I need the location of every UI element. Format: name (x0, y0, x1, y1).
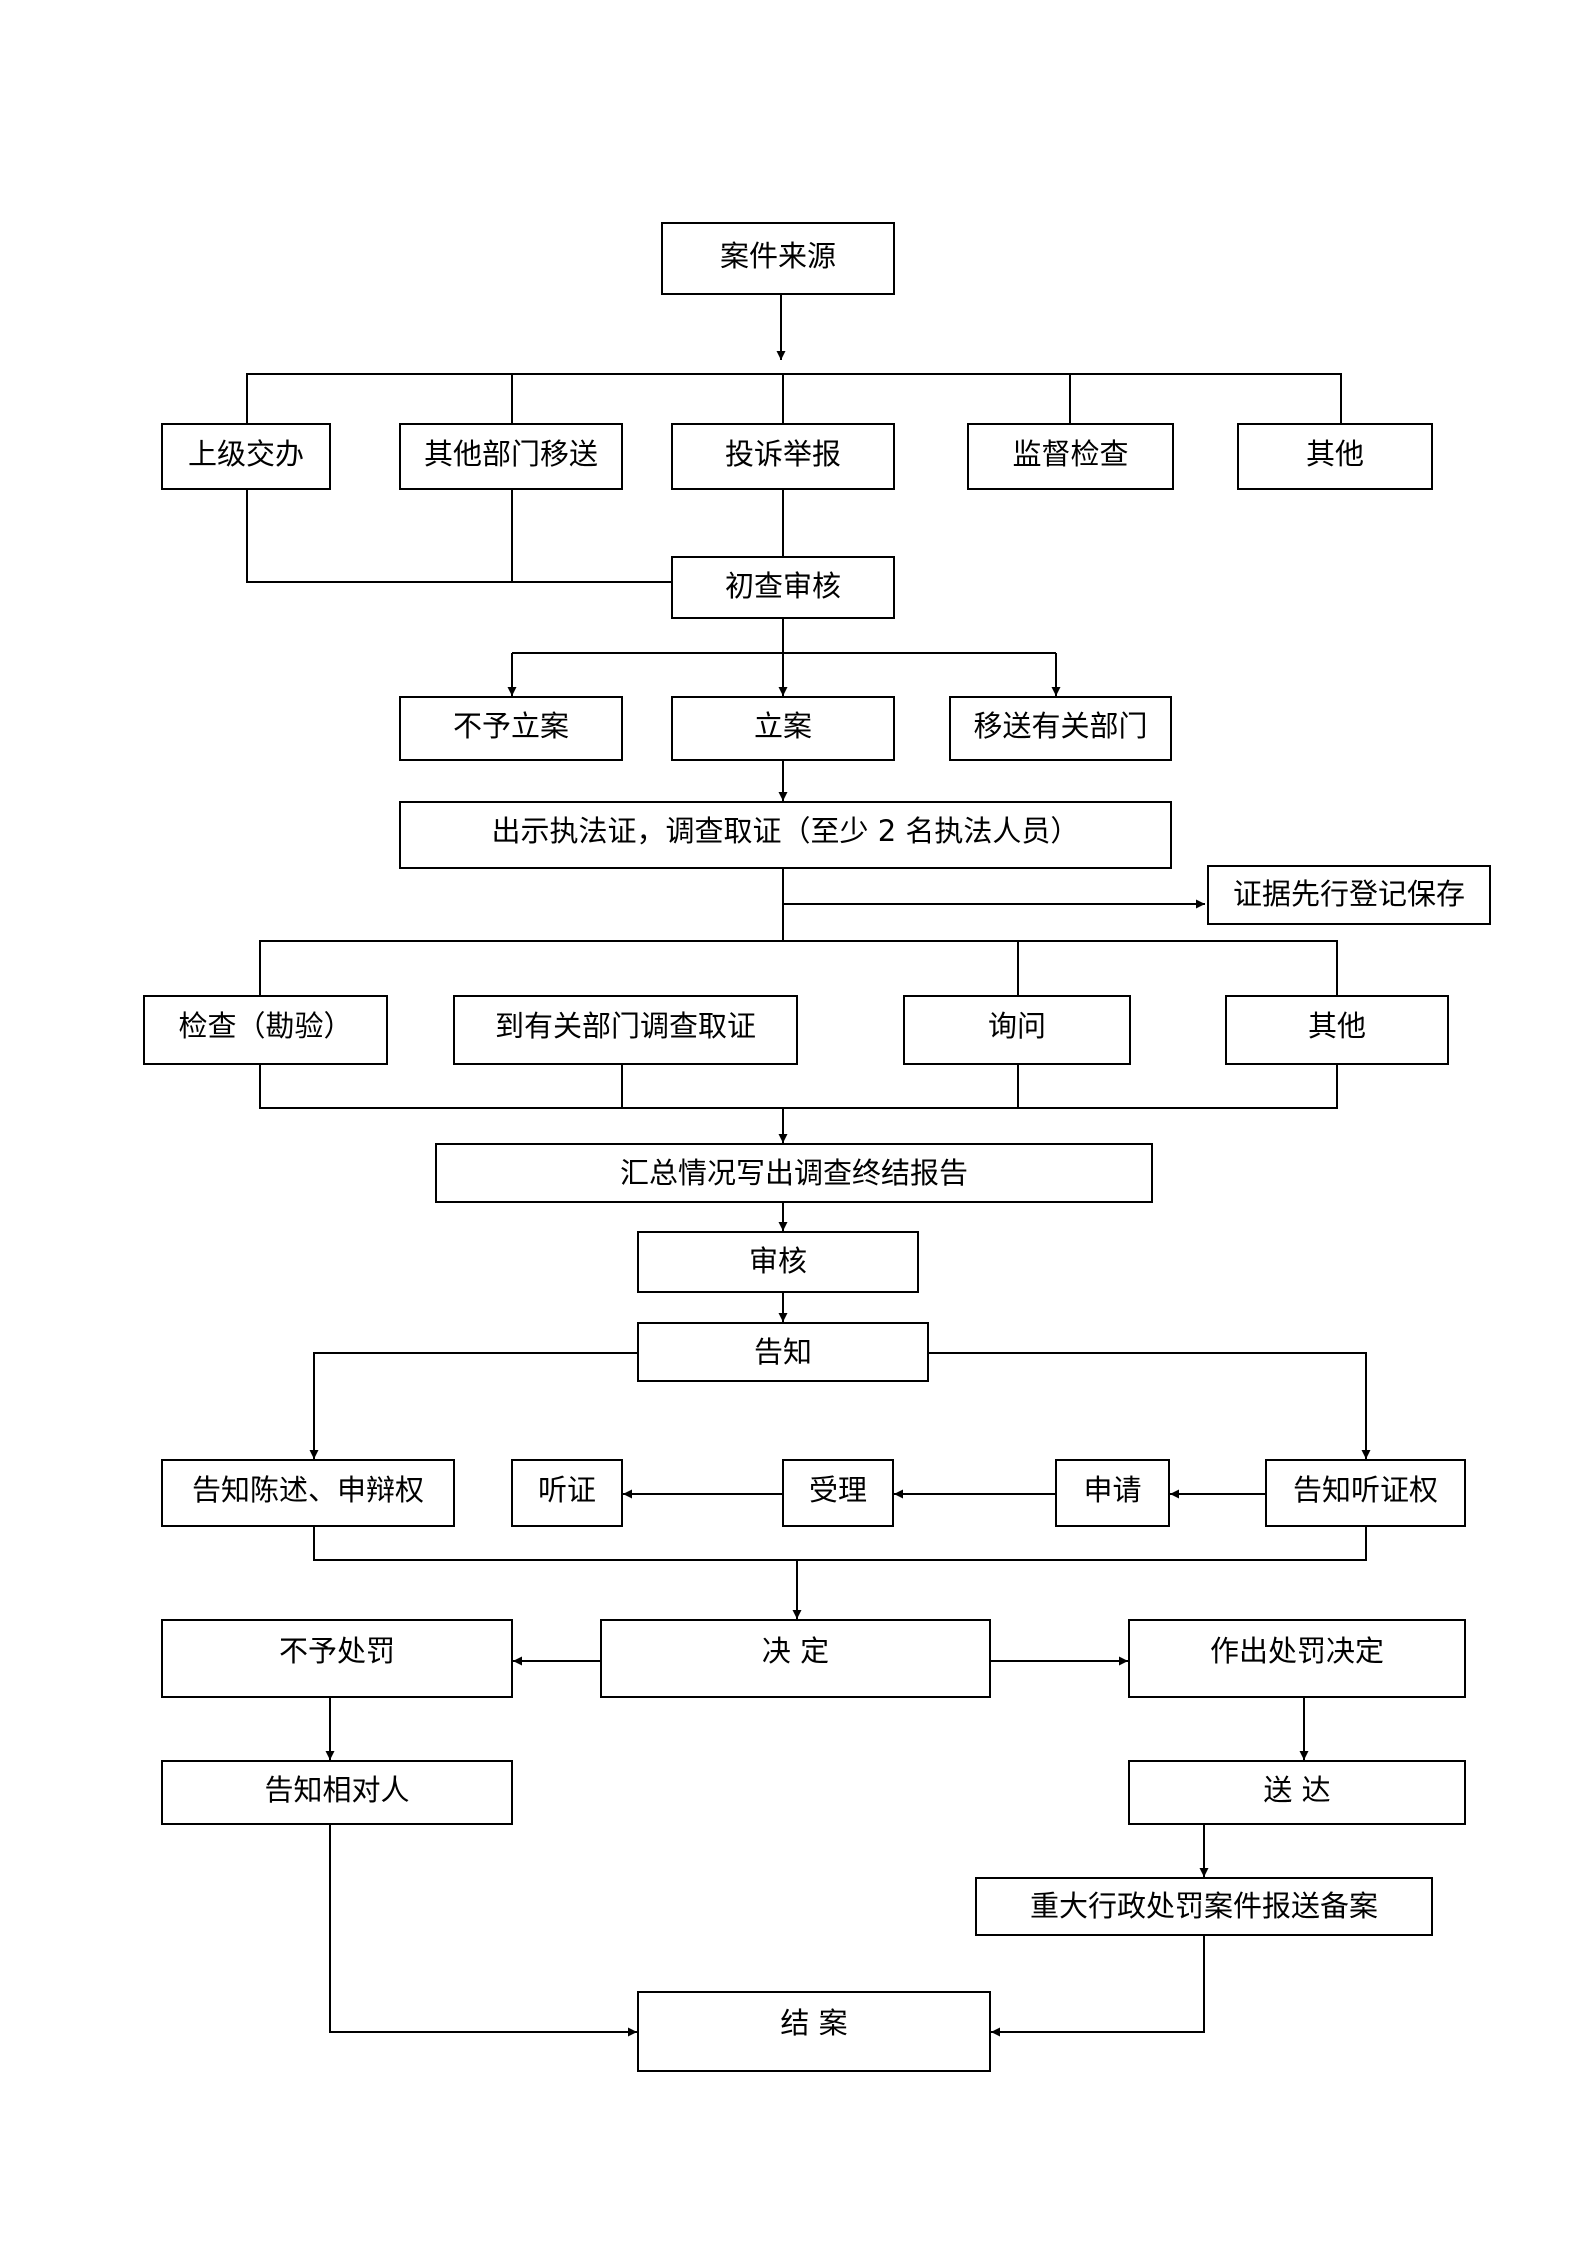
node-decide: 决 定 (600, 1619, 991, 1698)
node-no-penalty: 不予处罚 (161, 1619, 513, 1698)
line-decide-merge (313, 1527, 1367, 1561)
node-penalty-decision: 作出处罚决定 (1128, 1619, 1466, 1698)
node-statement-right: 告知陈述、申辩权 (161, 1459, 455, 1527)
node-deliver: 送 达 (1128, 1760, 1466, 1825)
node-notify: 告知 (637, 1322, 929, 1382)
line-methods-bar (259, 940, 1338, 995)
arrow-major-record-to-close (991, 1936, 1205, 2037)
node-major-record: 重大行政处罚案件报送备案 (975, 1877, 1433, 1936)
arrow-notify-to-statement (309, 1352, 637, 1459)
node-inspect: 检查（勘验） (143, 995, 388, 1065)
node-no-filing: 不予立案 (399, 696, 623, 761)
arrow-notify-party-to-close (329, 1825, 637, 2037)
node-hearing-right: 告知听证权 (1265, 1459, 1466, 1527)
line-superior-merge (246, 490, 671, 583)
node-supervision: 监督检查 (967, 423, 1174, 490)
node-investigate: 出示执法证，调查取证（至少 2 名执法人员） (399, 801, 1172, 869)
line-branch-bar (246, 373, 1342, 423)
node-apply: 申请 (1055, 1459, 1170, 1527)
node-transfer-out: 移送有关部门 (949, 696, 1172, 761)
node-evidence-preserve: 证据先行登记保存 (1207, 865, 1491, 925)
node-review: 审核 (637, 1231, 919, 1293)
node-filing: 立案 (671, 696, 895, 761)
line-methods-merge (259, 1065, 1338, 1109)
node-preliminary-review: 初查审核 (671, 556, 895, 619)
node-final-report: 汇总情况写出调查终结报告 (435, 1143, 1153, 1203)
node-close-case: 结 案 (637, 1991, 991, 2072)
arrow-notify-to-hearing-right (929, 1352, 1371, 1459)
node-other-source: 其他 (1237, 423, 1433, 490)
node-accept: 受理 (782, 1459, 894, 1527)
node-superior: 上级交办 (161, 423, 331, 490)
node-complaint: 投诉举报 (671, 423, 895, 490)
node-inquiry: 询问 (903, 995, 1131, 1065)
node-source: 案件来源 (661, 222, 895, 295)
node-other-method: 其他 (1225, 995, 1449, 1065)
node-notify-party: 告知相对人 (161, 1760, 513, 1825)
node-transfer-in: 其他部门移送 (399, 423, 623, 490)
node-dept-investigate: 到有关部门调查取证 (453, 995, 798, 1065)
node-hearing: 听证 (511, 1459, 623, 1527)
